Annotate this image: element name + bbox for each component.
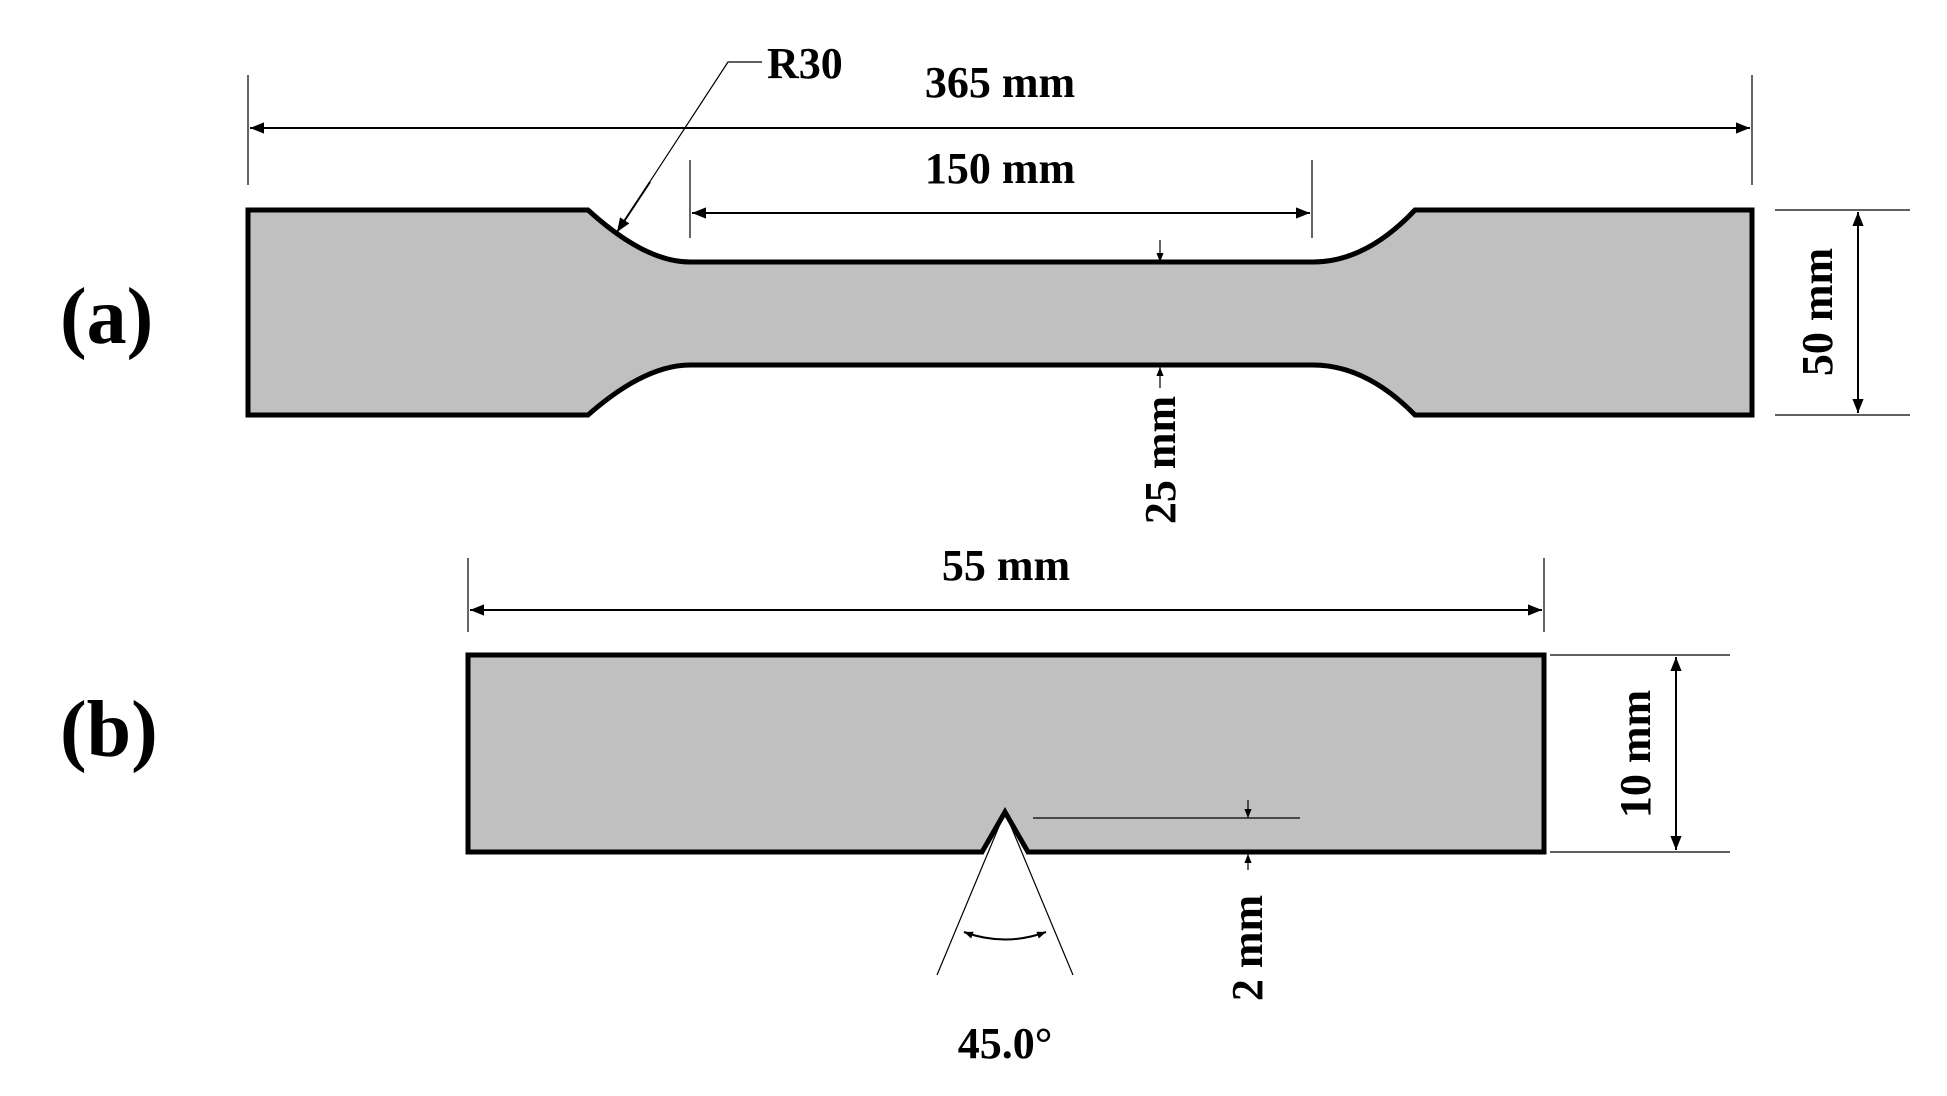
notch-angle-label: 45.0° bbox=[958, 1019, 1053, 1068]
panel-label-a: (a) bbox=[60, 273, 153, 361]
notch-angle-ray-left bbox=[936, 811, 1006, 976]
total-length-label: 365 mm bbox=[925, 58, 1075, 107]
notch-depth-label: 2 mm bbox=[1223, 895, 1272, 1001]
gauge-length-label: 150 mm bbox=[925, 144, 1075, 193]
leader-arrow-fillet bbox=[616, 181, 651, 233]
gauge-width-label: 25 mm bbox=[1136, 396, 1185, 524]
grip-width-label: 50 mm bbox=[1793, 248, 1842, 376]
notch-angle-ray-right bbox=[1004, 811, 1074, 976]
height-label: 10 mm bbox=[1611, 690, 1660, 818]
fillet-radius-label: R30 bbox=[767, 39, 843, 88]
angle-arc bbox=[963, 931, 1047, 941]
length-label: 55 mm bbox=[942, 541, 1070, 590]
panel-label-b: (b) bbox=[60, 686, 158, 774]
tensile-specimen bbox=[245, 207, 1755, 418]
notched-specimen bbox=[465, 652, 1547, 855]
leader-line-fillet bbox=[616, 61, 762, 233]
